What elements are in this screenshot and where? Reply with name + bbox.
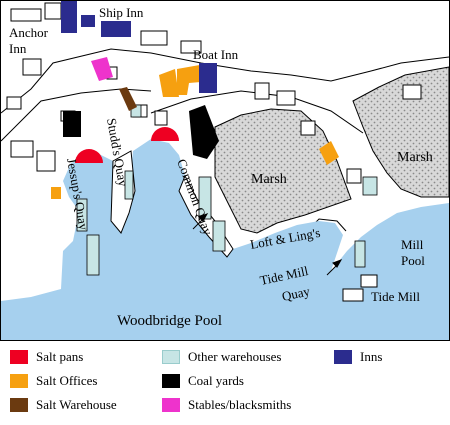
- legend-item-salt-warehouse: Salt Warehouse: [10, 397, 117, 413]
- label-tide-mill: Tide Mill: [371, 289, 420, 304]
- label-marsh-right: Marsh: [397, 150, 433, 165]
- map-legend: Salt pans Salt Offices Salt Warehouse Ot…: [0, 341, 450, 425]
- label-boat-inn: Boat Inn: [193, 47, 239, 62]
- legend-label-salt-offices: Salt Offices: [36, 373, 98, 388]
- legend-swatch-other-warehouses: [162, 350, 180, 364]
- label-marsh-center: Marsh: [251, 172, 287, 187]
- legend-label-stables: Stables/blacksmiths: [188, 397, 292, 412]
- legend-swatch-salt-warehouse: [10, 398, 28, 412]
- legend-item-other-warehouses: Other warehouses: [162, 349, 282, 365]
- coal-yards: [63, 105, 219, 159]
- legend-label-salt-warehouse: Salt Warehouse: [36, 397, 117, 412]
- legend-item-salt-offices: Salt Offices: [10, 373, 98, 389]
- salt-offices: [51, 63, 339, 199]
- label-mill-pool-line2: Pool: [401, 253, 425, 268]
- map-canvas: Ship Inn Anchor Inn Boat Inn Studd's Qua…: [1, 1, 449, 340]
- other-warehouses: [76, 104, 378, 276]
- salt-warehouse: [119, 87, 137, 111]
- label-woodbridge-pool: Woodbridge Pool: [117, 313, 222, 329]
- legend-swatch-inns: [334, 350, 352, 364]
- label-mill-pool-line1: Mill: [401, 237, 424, 252]
- marsh-area-right: [352, 66, 449, 198]
- legend-label-coal-yards: Coal yards: [188, 373, 244, 388]
- mill-pool-water: [371, 211, 449, 301]
- pointer-arrows: [192, 213, 343, 276]
- label-anchor-inn-line1: Anchor: [9, 25, 49, 40]
- legend-swatch-coal-yards: [162, 374, 180, 388]
- legend-label-inns: Inns: [360, 349, 383, 364]
- stables-blacksmiths: [91, 57, 113, 81]
- legend-swatch-salt-offices: [10, 374, 28, 388]
- label-tide-mill-quay-line2: Quay: [281, 283, 312, 304]
- label-anchor-inn-line2: Inn: [9, 41, 27, 56]
- legend-label-other-warehouses: Other warehouses: [188, 349, 282, 364]
- inns: [61, 1, 217, 93]
- legend-item-inns: Inns: [334, 349, 382, 365]
- legend-item-salt-pans: Salt pans: [10, 349, 83, 365]
- label-ship-inn: Ship Inn: [99, 5, 144, 20]
- legend-label-salt-pans: Salt pans: [36, 349, 84, 364]
- legend-swatch-salt-pans: [10, 350, 28, 364]
- salt-pans: [75, 127, 179, 163]
- marsh-area-center: [214, 108, 352, 234]
- map-panel: Ship Inn Anchor Inn Boat Inn Studd's Qua…: [0, 0, 450, 341]
- legend-swatch-stables: [162, 398, 180, 412]
- legend-item-coal-yards: Coal yards: [162, 373, 244, 389]
- legend-item-stables: Stables/blacksmiths: [162, 397, 291, 413]
